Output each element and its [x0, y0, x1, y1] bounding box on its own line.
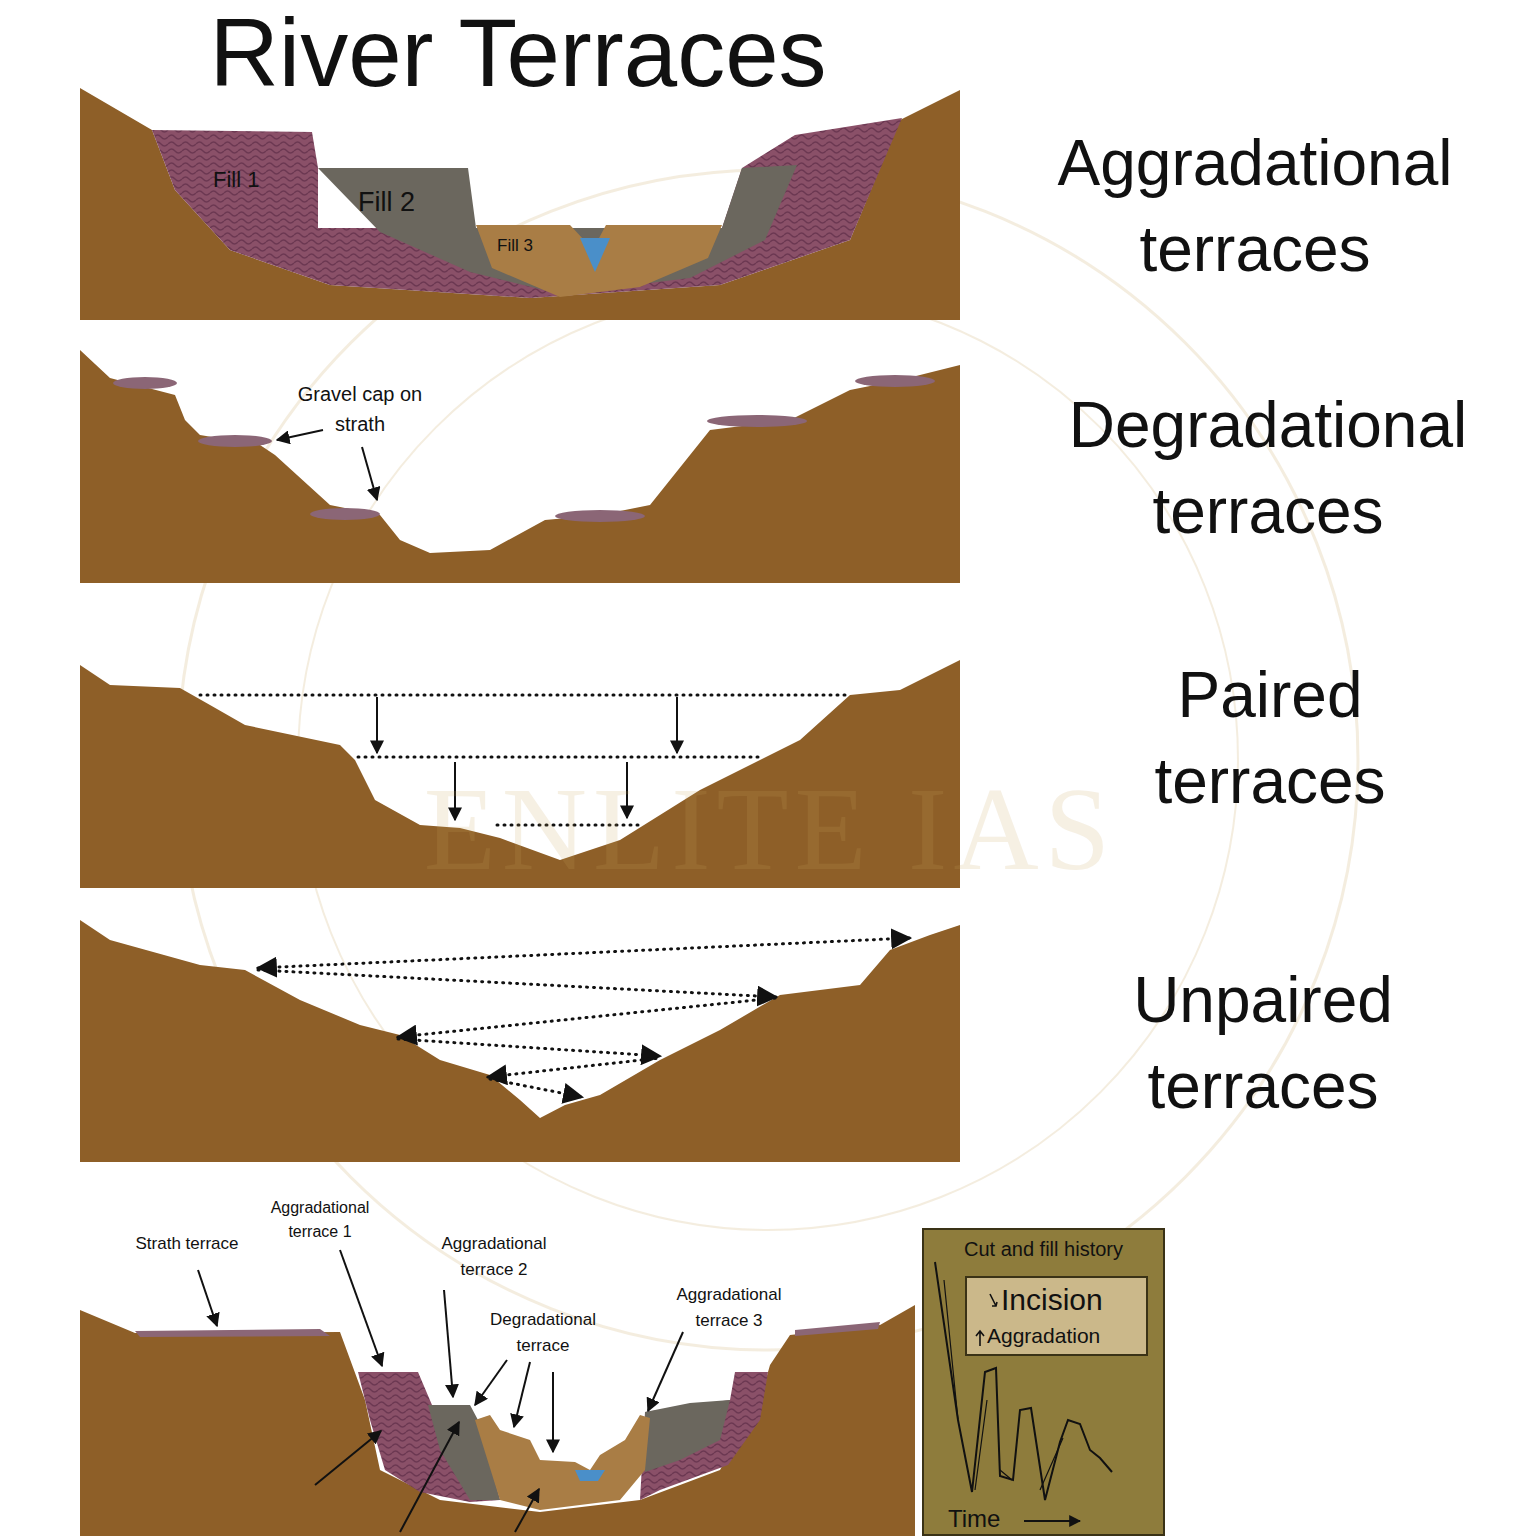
terrace-level — [200, 694, 850, 697]
incision-arrow — [376, 697, 378, 753]
correlation-line — [490, 1079, 582, 1097]
leader-line — [277, 430, 323, 440]
legend-arrow-sample — [987, 1292, 1001, 1312]
legend-text: Aggradation — [987, 1322, 1100, 1350]
callout-label: Gravel cap on strath — [285, 379, 435, 439]
fill-region: Fill 1 — [200, 162, 290, 198]
node-text: Cut and fill history — [924, 1236, 1163, 1262]
bedrock — [80, 88, 960, 320]
correlation-line — [258, 938, 910, 968]
section-heading: Aggradational terraces — [1055, 120, 1455, 292]
leader-lines — [198, 1250, 683, 1532]
leader-line — [552, 1372, 554, 1452]
legend-arrow — [990, 1294, 997, 1306]
leader-line — [514, 1362, 530, 1427]
gravel-cap — [310, 508, 380, 520]
node-text: Fill 2 — [358, 185, 415, 219]
gravel-cap — [855, 375, 935, 387]
terrace-level — [358, 756, 760, 759]
axis-label: Time — [948, 1504, 1018, 1534]
gravel-cap — [795, 1322, 880, 1336]
bedrock — [80, 1305, 915, 1536]
leader-line — [475, 1360, 507, 1405]
leader-line — [400, 1422, 459, 1532]
incision-arrow — [676, 697, 678, 753]
section-heading: Paired terraces — [1070, 652, 1470, 824]
correlation-line — [488, 1058, 660, 1077]
node-text: Fill 1 — [213, 166, 259, 194]
leader-line — [340, 1250, 382, 1366]
legend-box: IncisionAggradation — [965, 1276, 1148, 1356]
fill-1-layer — [640, 1372, 768, 1500]
section-heading: Unpaired terraces — [1063, 957, 1463, 1129]
correlation-line — [398, 998, 776, 1037]
leader-line — [315, 1431, 381, 1485]
callout-label: Aggradational terrace 1 — [258, 1196, 382, 1244]
gravel-cap — [113, 377, 177, 389]
watermark: ENLITE IAS — [330, 765, 1210, 895]
bedrock — [80, 350, 960, 583]
callout-label: Aggradational terrace 2 — [427, 1231, 561, 1283]
legend-arrow — [976, 1331, 984, 1346]
gravel-cap — [555, 510, 645, 522]
history-panel: Cut and fill historyIncisionAggradation — [922, 1228, 1165, 1536]
leader-line — [198, 1270, 217, 1326]
callout-label: Aggradational terrace 3 — [662, 1282, 796, 1334]
callout-label: Degradational terrace — [476, 1307, 610, 1359]
legend-text: Incision — [1001, 1282, 1103, 1318]
correlation-line — [258, 970, 776, 997]
fill-region: Fill 2 — [345, 180, 455, 224]
gravel-cap — [135, 1329, 330, 1337]
fill-1-layer — [152, 118, 902, 298]
river-water — [575, 1470, 605, 1481]
fill-3-layer — [476, 225, 722, 297]
section-heading: Degradational terraces — [1068, 382, 1468, 554]
correlation-line — [398, 1039, 660, 1056]
diagram-title: River Terraces — [118, 0, 918, 106]
fill-2-layer — [645, 1400, 730, 1472]
terrace-correlation-lines — [258, 938, 910, 1097]
fill-1-layer — [358, 1372, 500, 1502]
legend-arrow-sample — [973, 1328, 987, 1348]
leader-line — [444, 1290, 453, 1397]
leader-line — [515, 1489, 539, 1532]
node-text: Fill 3 — [497, 235, 533, 257]
bedrock — [80, 920, 960, 1162]
leader-line — [648, 1332, 683, 1411]
leader-line — [362, 447, 377, 500]
fill-region: Fill 3 — [490, 232, 560, 260]
fill-3-layer — [475, 1415, 650, 1510]
callout-label: Strath terrace — [112, 1232, 262, 1256]
gravel-cap — [198, 435, 272, 447]
gravel-cap — [707, 415, 807, 427]
river-water — [580, 238, 610, 272]
